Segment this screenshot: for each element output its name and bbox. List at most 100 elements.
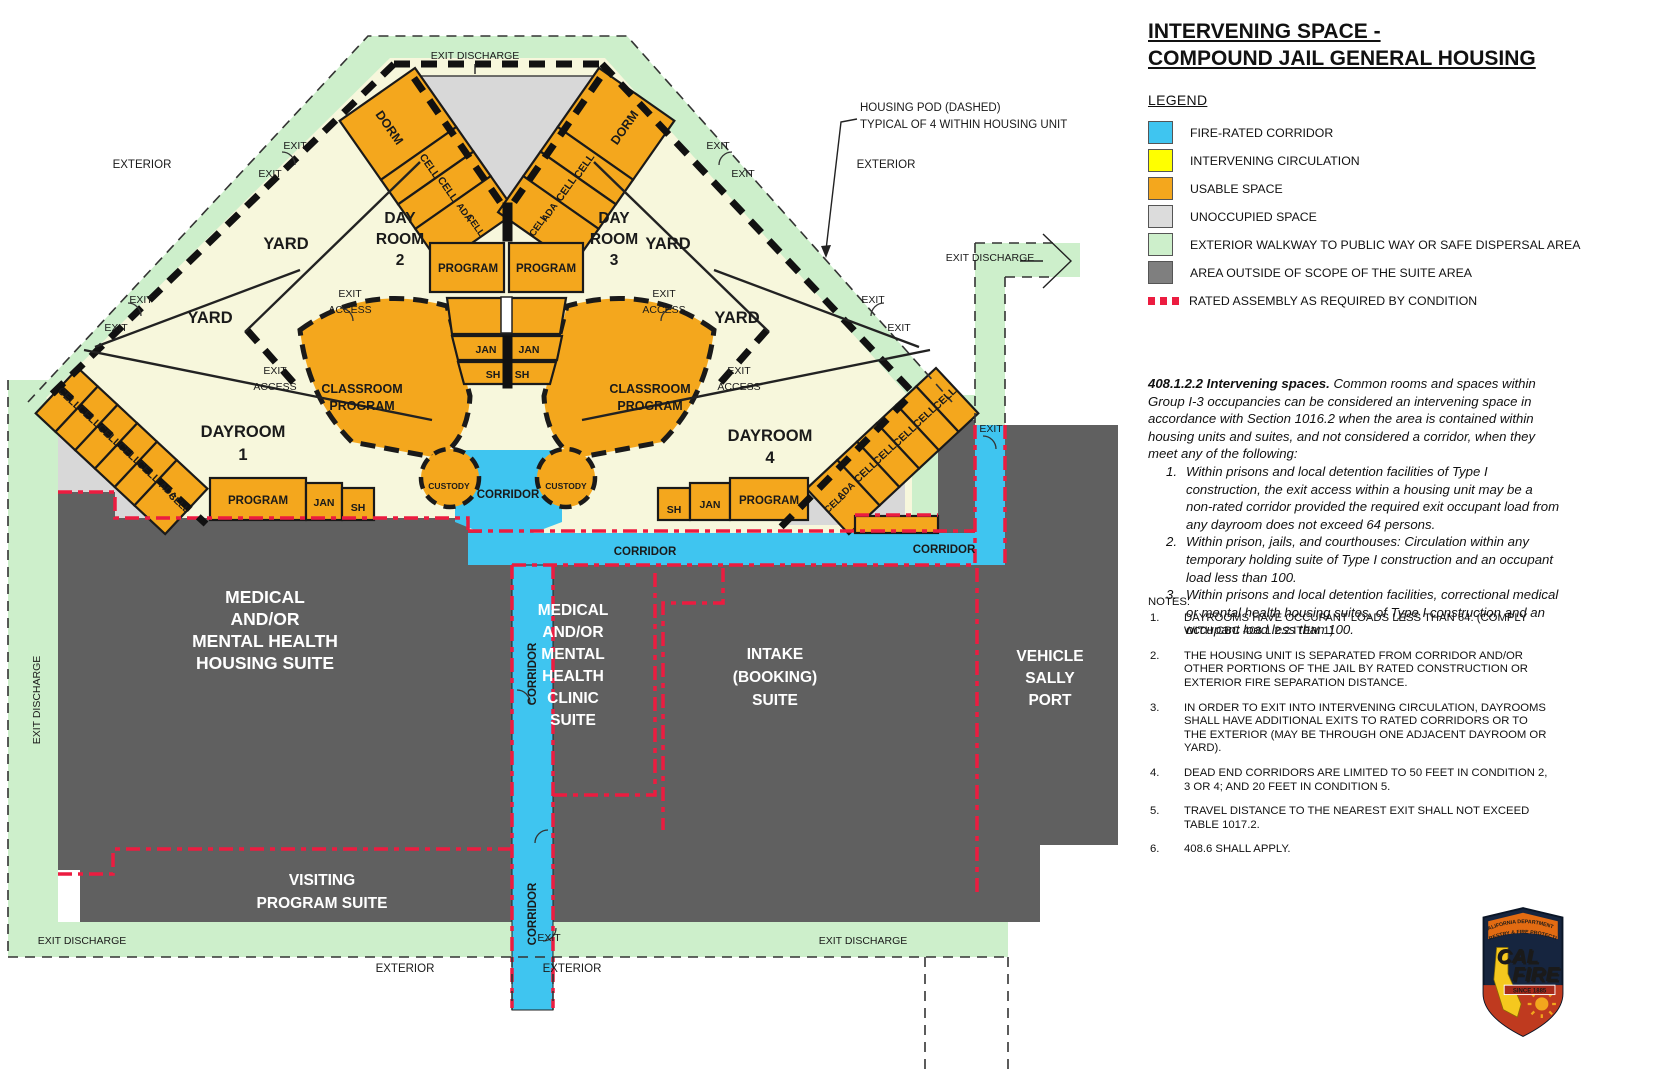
legend-row: RATED ASSEMBLY AS REQUIRED BY CONDITION — [1148, 290, 1558, 311]
room-label: JAN — [699, 499, 720, 511]
code-heading: 408.1.2.2 Intervening spaces. — [1148, 376, 1330, 391]
exit-label: EXIT — [731, 168, 755, 180]
suite-label: MEDICAL — [538, 602, 609, 619]
room-label: DAY — [384, 210, 416, 227]
room-label: PROGRAM — [438, 263, 498, 275]
room-label: PROGRAM — [516, 263, 576, 275]
corridor-label: CORRIDOR — [913, 544, 976, 556]
pod-note-label: TYPICAL OF 4 WITHIN HOUSING UNIT — [860, 119, 1067, 131]
exit-access-label: ACCESS — [253, 381, 296, 393]
note-item: IN ORDER TO EXIT INTO INTERVENING CIRCUL… — [1150, 701, 1547, 755]
out-of-scope-areas — [58, 420, 1118, 922]
suite-label: SUITE — [550, 712, 596, 729]
corridor-label: CORRIDOR — [527, 642, 539, 705]
door-arcs — [127, 151, 997, 942]
center-gap — [500, 296, 513, 334]
note-item: 408.6 SHALL APPLY. — [1150, 843, 1291, 856]
legend-label: RATED ASSEMBLY AS REQUIRED BY CONDITION — [1189, 293, 1478, 308]
room-label: JAN — [313, 497, 334, 509]
annotation-leaders — [474, 64, 1073, 289]
yard-label: YARD — [714, 309, 759, 327]
logo-cal-shadow: CAL — [1498, 946, 1540, 969]
room-label: DAYROOM — [201, 423, 286, 441]
rated-assembly-dash-icon — [1148, 296, 1182, 305]
code-intro: Common rooms and spaces within Group I-3… — [1148, 376, 1536, 462]
exit-discharge-label: EXIT DISCHARGE — [31, 656, 43, 745]
exit-label: EXIT — [861, 294, 885, 306]
walls — [7, 35, 1056, 1075]
exit-label: EXIT — [258, 168, 282, 180]
note-item: TRAVEL DISTANCE TO THE NEAREST EXIT SHAL… — [1150, 805, 1530, 831]
room-label: SH — [667, 504, 682, 516]
logo-band — [1488, 912, 1558, 940]
note-item: THE HOUSING UNIT IS SEPARATED FROM CORRI… — [1150, 649, 1528, 689]
suite-label: (BOOKING) — [733, 669, 817, 686]
legend-label: AREA OUTSIDE OF SCOPE OF THE SUITE AREA — [1190, 265, 1472, 280]
notes-section: NOTES: DAYROOMS HAVE OCCUPANT LOADS LESS… — [1148, 596, 1550, 868]
rated-assembly-lines — [58, 425, 1007, 1008]
suite-label: SALLY — [1025, 670, 1075, 687]
room-label: CLASSROOM — [609, 382, 690, 396]
room-label: SH — [515, 369, 530, 381]
room-label: DAYROOM — [728, 427, 813, 445]
suite-label: HEALTH — [542, 668, 604, 685]
page-title: INTERVENING SPACE - COMPOUND JAIL GENERA… — [1148, 18, 1558, 72]
room-label: ROOM — [376, 231, 424, 248]
yard-label: YARD — [263, 235, 308, 253]
code-item: Within prison, jails, and courthouses: C… — [1166, 533, 1554, 585]
suite-label: AND/OR — [230, 609, 299, 629]
room-label: SH — [486, 369, 501, 381]
suite-label: VISITING — [289, 872, 355, 889]
room-label: PROGRAM — [739, 495, 799, 507]
exterior-label: EXTERIOR — [113, 159, 172, 171]
exit-access-label: EXIT — [338, 288, 362, 300]
exit-access-label: ACCESS — [642, 304, 685, 316]
logo-fire: FIRE — [1512, 963, 1560, 986]
fire-rated-corridors — [455, 425, 1005, 1011]
exit-discharge-label: EXIT DISCHARGE — [38, 935, 127, 947]
room-label: 3 — [610, 252, 619, 269]
legend: LEGEND FIRE-RATED CORRIDOR INTERVENING C… — [1148, 92, 1580, 318]
exit-label: EXIT — [104, 322, 128, 334]
logo-california-icon — [1493, 947, 1522, 1018]
legend-row: FIRE-RATED CORRIDOR — [1148, 121, 1558, 144]
logo-ribbon — [1503, 984, 1556, 996]
room-label: CUSTODY — [428, 481, 470, 491]
corridor-swatch-icon — [1148, 121, 1173, 144]
exit-access-label: ACCESS — [328, 304, 371, 316]
legend-row: USABLE SPACE — [1148, 177, 1558, 200]
pod-note-label: HOUSING POD (DASHED) — [860, 102, 1001, 114]
legend-label: UNOCCUPIED SPACE — [1190, 209, 1317, 224]
usable-swatch-icon — [1148, 177, 1173, 200]
exit-discharge-label: EXIT DISCHARGE — [431, 50, 520, 62]
exit-discharge-label: EXIT DISCHARGE — [946, 252, 1035, 264]
logo-cal: CAL — [1497, 945, 1539, 968]
suite-label: MENTAL — [541, 646, 604, 663]
cal-fire-logo: CALIFORNIA DEPARTMENT OF FORESTRY & FIRE… — [1476, 906, 1564, 1037]
corridor-label: CORRIDOR — [614, 546, 677, 558]
room-label: PROGRAM — [228, 495, 288, 507]
legend-row: EXTERIOR WALKWAY TO PUBLIC WAY OR SAFE D… — [1148, 233, 1580, 256]
exit-label: EXIT — [283, 140, 307, 152]
room-label: PROGRAM — [617, 399, 682, 413]
exit-access-label: EXIT — [727, 365, 751, 377]
title-line: COMPOUND JAIL GENERAL HOUSING — [1148, 47, 1536, 70]
exterior-label: EXTERIOR — [543, 963, 602, 975]
exit-label: EXIT — [887, 322, 911, 334]
room-label: JAN — [475, 344, 496, 356]
room-label: CUSTODY — [545, 481, 587, 491]
exterior-label: EXTERIOR — [376, 963, 435, 975]
exit-label: EXIT — [537, 932, 561, 944]
yard-label: YARD — [645, 235, 690, 253]
exit-discharge-label: EXIT DISCHARGE — [819, 935, 908, 947]
exterior-label: EXTERIOR — [857, 159, 916, 171]
legend-label: FIRE-RATED CORRIDOR — [1190, 125, 1334, 140]
logo-since: SINCE 1885 — [1513, 988, 1547, 994]
suite-label: PROGRAM SUITE — [257, 895, 388, 912]
walkway-swatch-icon — [1148, 233, 1173, 256]
exit-access-label: EXIT — [263, 365, 287, 377]
exit-label: EXIT — [979, 423, 1003, 435]
legend-row: UNOCCUPIED SPACE — [1148, 205, 1558, 228]
suite-label: CLINIC — [547, 690, 599, 707]
unoccupied-swatch-icon — [1148, 205, 1173, 228]
